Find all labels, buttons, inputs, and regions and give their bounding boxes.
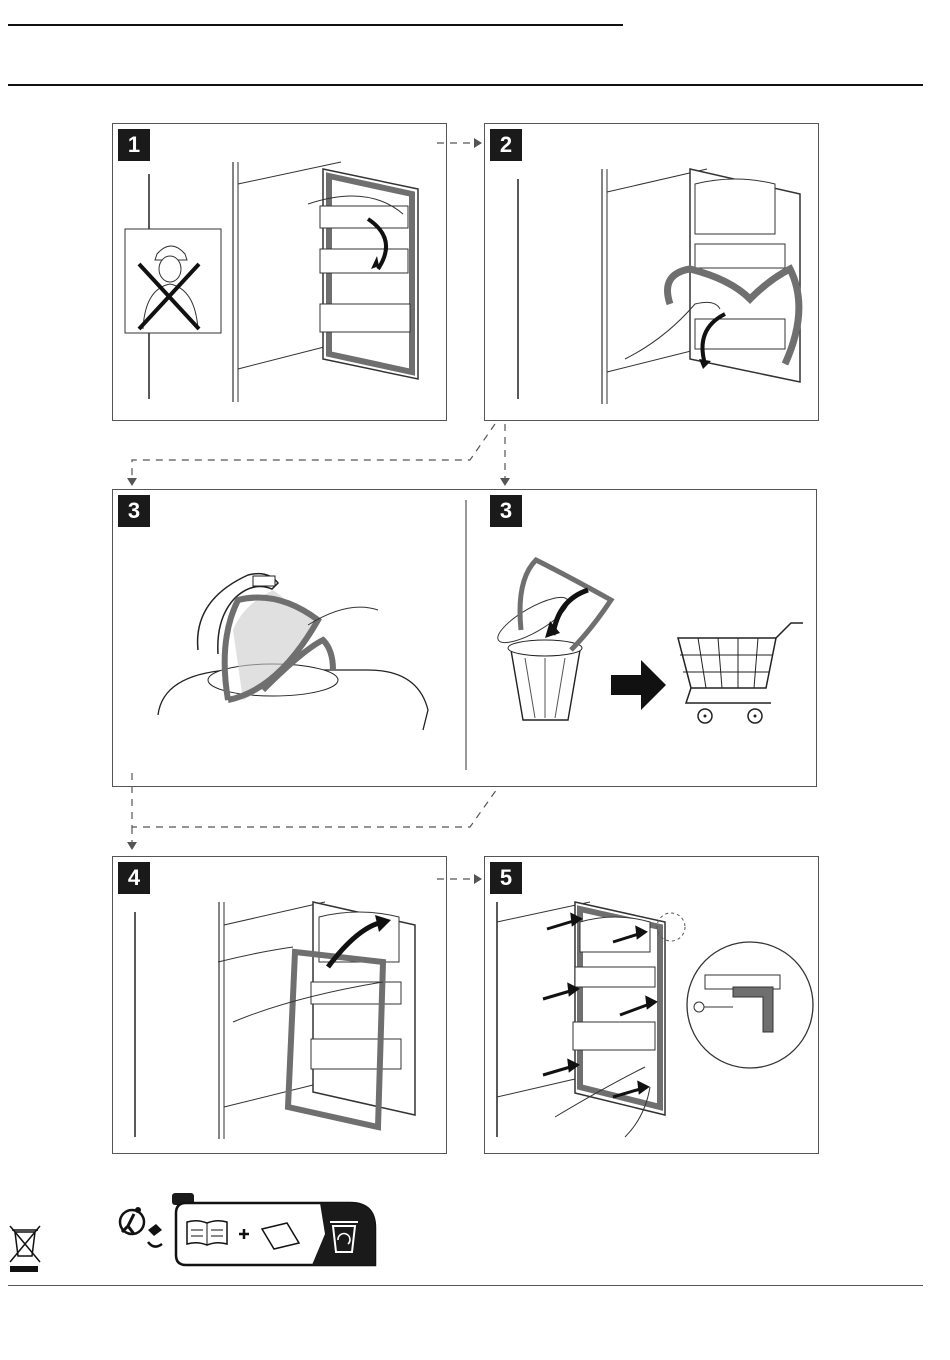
booklet-icon [187,1221,227,1245]
weee-crossed-bin-icon [10,1226,40,1272]
recycling-info-block [172,1193,375,1265]
triman-icon [120,1207,162,1247]
